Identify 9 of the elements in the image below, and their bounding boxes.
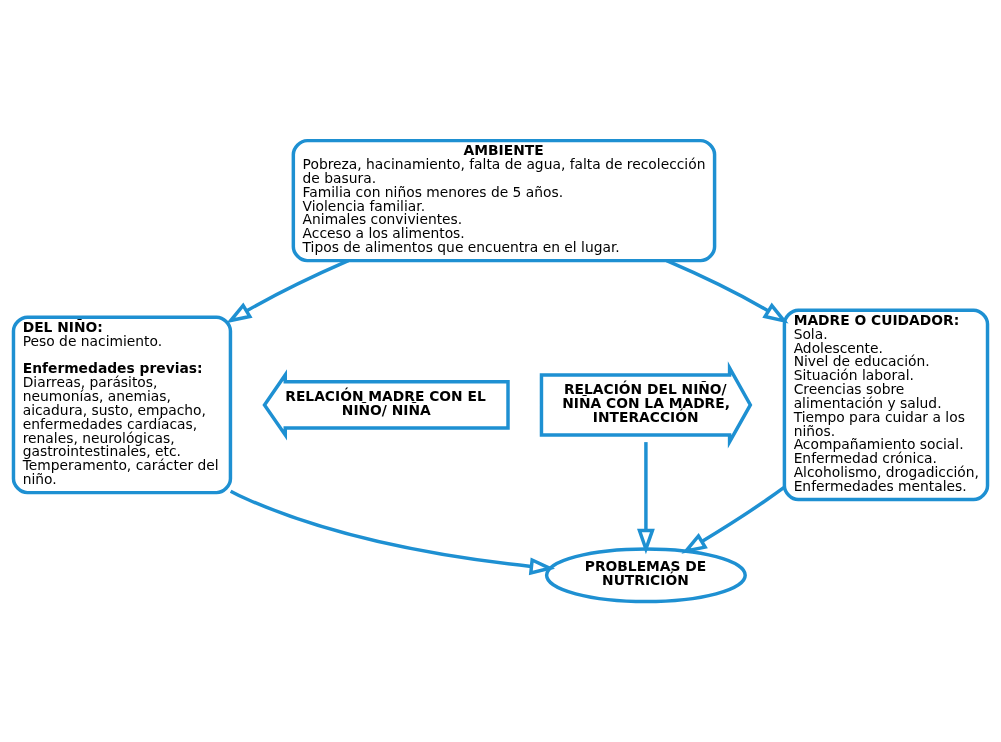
arrow	[229, 489, 556, 576]
node-ellipse: PROBLEMAS DE NUTRICIÓN	[544, 547, 747, 604]
arrow	[637, 442, 655, 555]
node-box: DEL NIÑO: Peso de nacimiento. Enfermedades previas: Diarreas, parásitos, neumonías, anemias, aicadura, susto, empacho, enfermedades cardíacas, renales, neurológicas, gastrointestinales, etc. Temperamento, carácter del niño.	[11, 315, 233, 495]
node-box: MADRE O CUIDADOR: Sola. Adolescente. Nivel de educación. Situación laboral. Creencias sobre alimentación y salud. Tiempo para cuidar a los niños. Acompañamiento social. Enfermedad crónica. Alcoholismo, drogadicción, Enfermedades mentales.	[782, 308, 990, 502]
arrow	[681, 485, 786, 554]
arrow	[665, 259, 789, 324]
node-box: AMBIENTE Pobreza, hacinamiento, falta de agua, falta de recolección de basura. Familia con niños menores de 5 años. Violencia familiar. Animales convivientes. Acceso a los alimentos. Tipos de alimentos que encuentra en el lugar.	[291, 138, 717, 263]
arrow	[226, 259, 350, 324]
